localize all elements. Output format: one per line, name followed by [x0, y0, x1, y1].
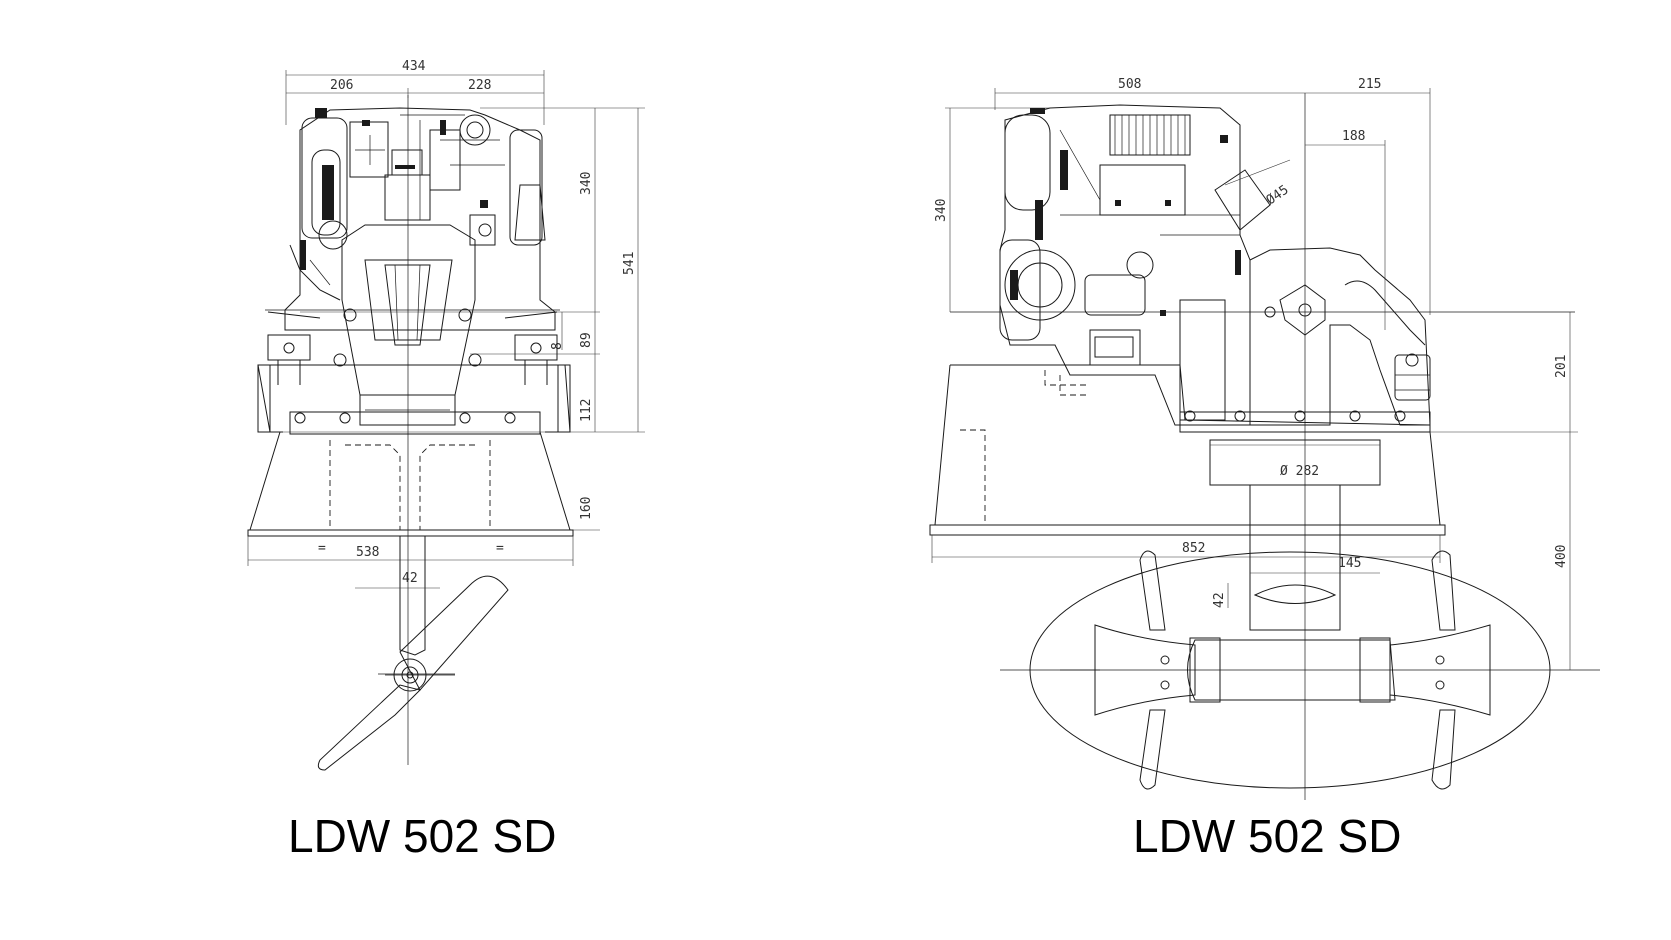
dim-434: 434: [402, 59, 426, 74]
front-engine-body: [284, 107, 556, 331]
side-drive-flange: [1209, 439, 1381, 486]
dim-228: 228: [468, 78, 491, 93]
dim-phi45: Ø45: [1264, 183, 1292, 209]
side-caption: LDW 502 SD: [1133, 810, 1401, 862]
dim-phi282: Ø 282: [1280, 464, 1319, 479]
front-base-box: [247, 364, 574, 537]
side-drive-housing: [1249, 247, 1431, 426]
front-drive-leg: [399, 536, 426, 656]
dim-508: 508: [1118, 77, 1141, 92]
dim-145: 145: [1338, 556, 1361, 571]
eq-mark-left: =: [318, 541, 326, 556]
side-engine-body: Ø45: [999, 104, 1292, 426]
side-drive-leg: [1249, 485, 1341, 631]
dim-188: 188: [1342, 129, 1365, 144]
dim-42-front: 42: [402, 571, 418, 586]
dim-215: 215: [1358, 77, 1381, 92]
dim-538: 538: [356, 545, 379, 560]
dim-160: 160: [579, 497, 594, 520]
dim-340-side: 340: [934, 199, 949, 222]
eq-mark-right: =: [496, 541, 504, 556]
side-view: 508 215 188 340: [929, 77, 1600, 862]
side-pod-propellers: [1029, 550, 1551, 790]
dim-206: 206: [330, 78, 353, 93]
dim-42-side: 42: [1212, 592, 1227, 608]
dim-89: 89: [579, 332, 594, 348]
side-base-box: [929, 364, 1446, 536]
front-propeller: [317, 575, 509, 771]
dim-852: 852: [1182, 541, 1205, 556]
front-engine-mounts: [265, 309, 560, 385]
dim-112: 112: [579, 399, 594, 422]
dim-201: 201: [1554, 355, 1569, 378]
dim-340-front: 340: [579, 172, 594, 195]
dim-541: 541: [622, 252, 637, 275]
dim-400: 400: [1554, 545, 1569, 568]
front-bell-housing: [333, 224, 482, 426]
strut-section: [1253, 584, 1337, 604]
front-view: 434 206 228 340 541 89 8 112 160: [247, 59, 645, 862]
front-caption: LDW 502 SD: [288, 810, 556, 862]
